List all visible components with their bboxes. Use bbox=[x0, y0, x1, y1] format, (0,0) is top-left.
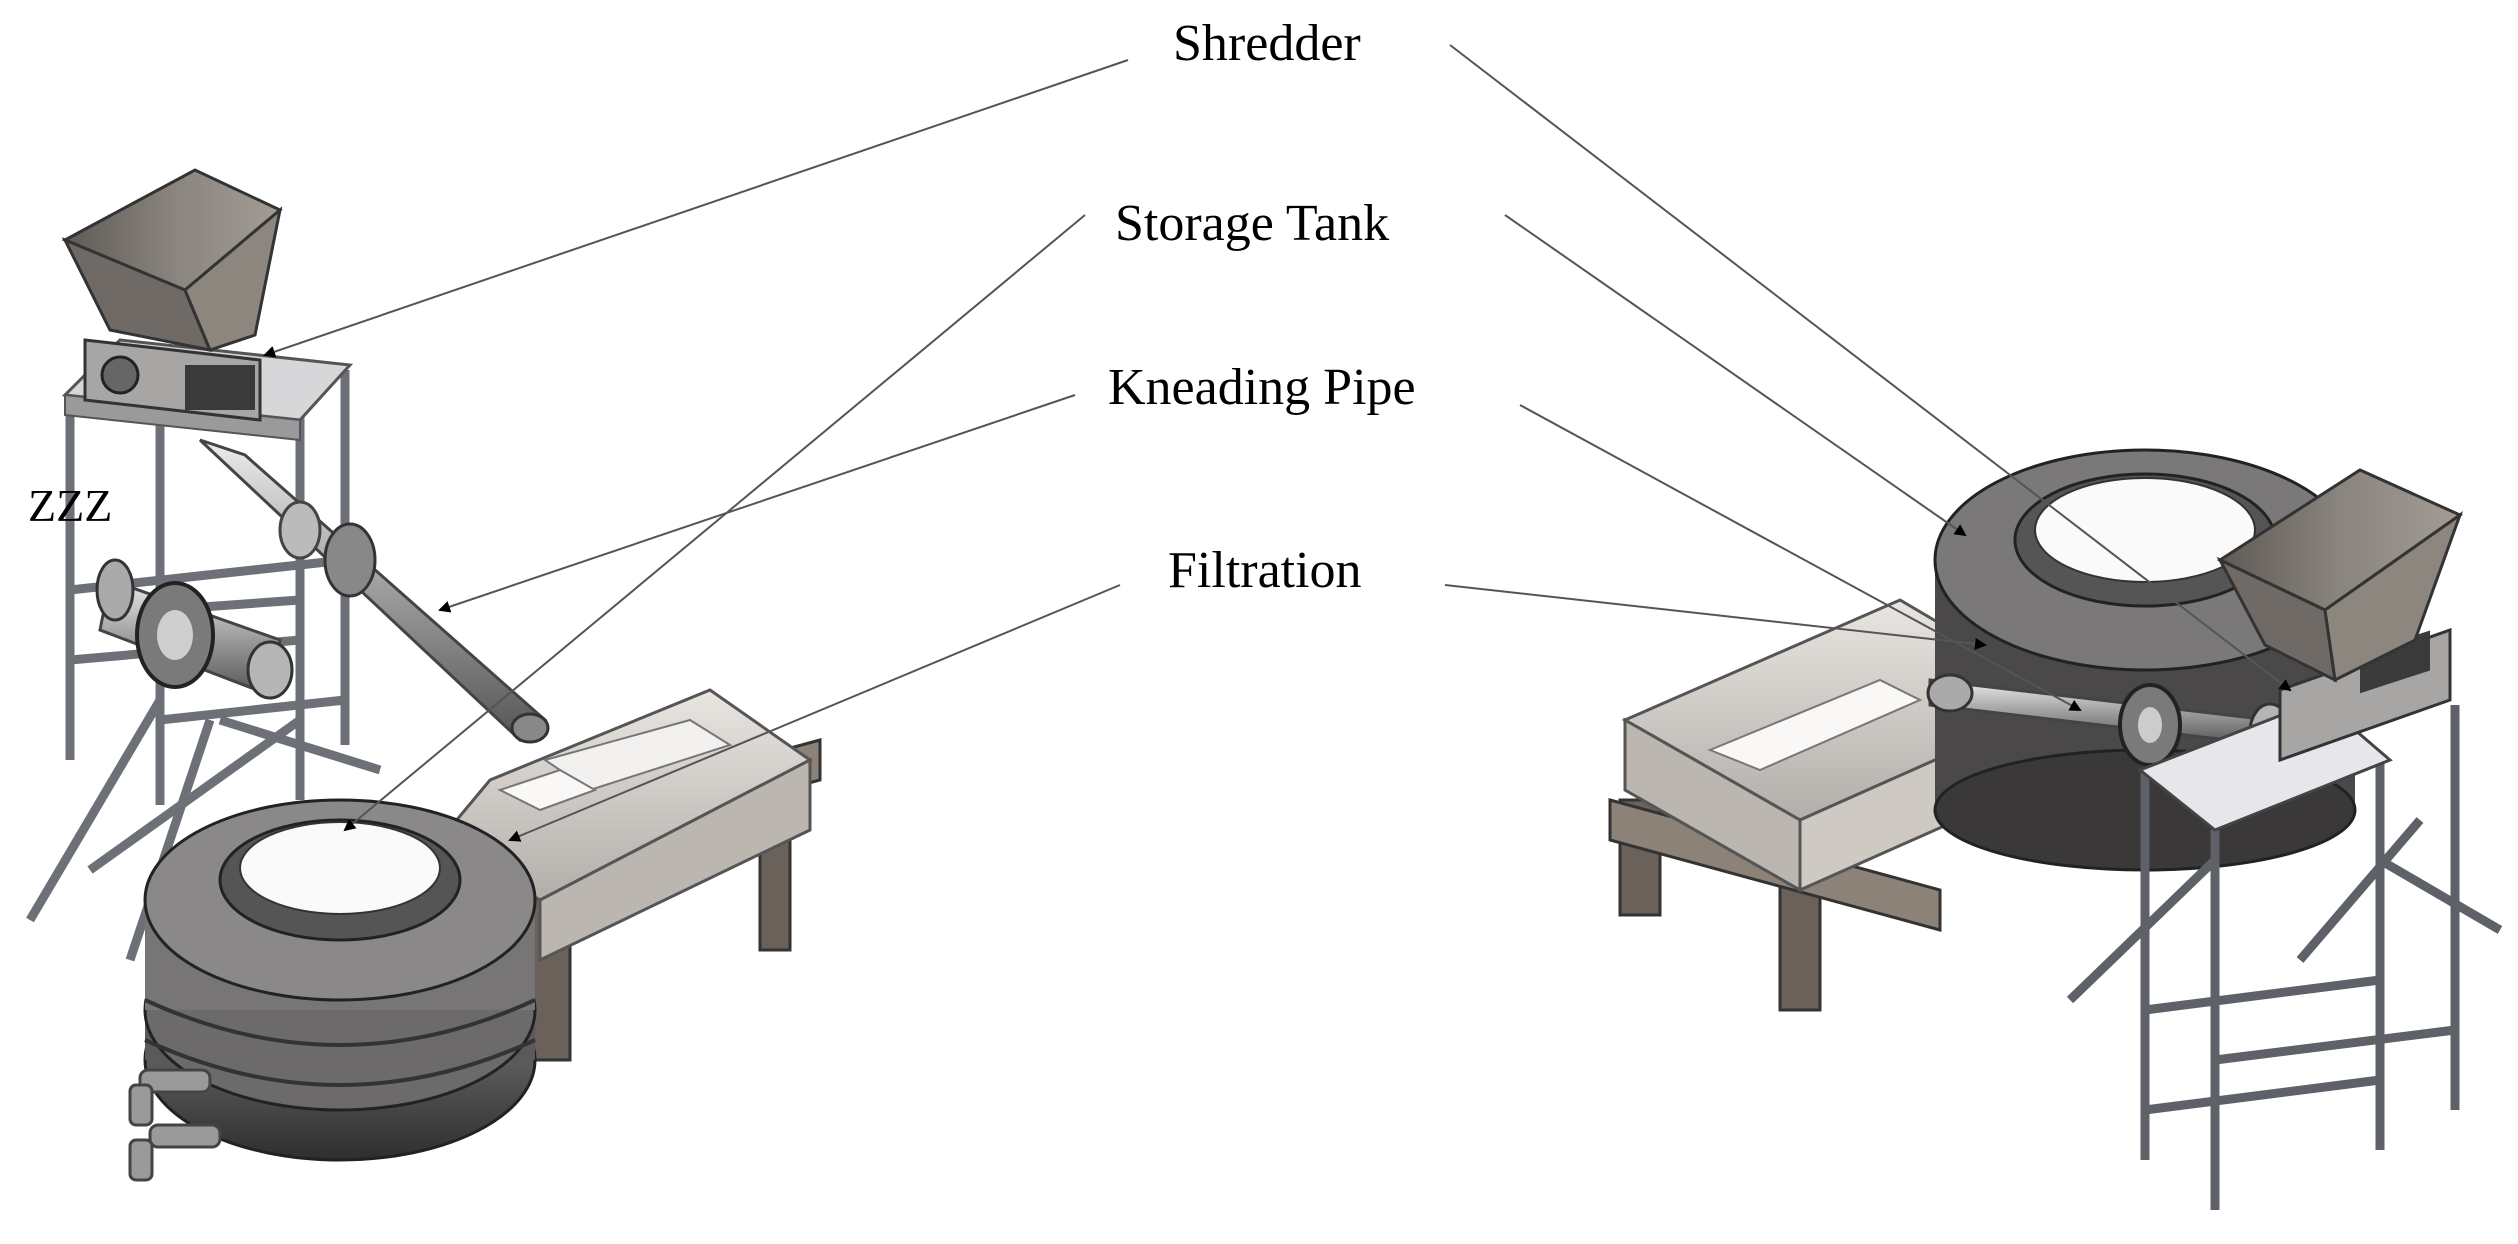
label-shredder: Shredder bbox=[1173, 15, 1361, 72]
left-kneading-pipe bbox=[198, 438, 550, 744]
right-hopper bbox=[2216, 468, 2464, 683]
right-shredder-frame bbox=[2066, 705, 2503, 1210]
leader-shredder-left bbox=[263, 59, 1129, 358]
label-filtration: Filtration bbox=[1168, 542, 1362, 599]
label-storage-tank: Storage Tank bbox=[1115, 195, 1390, 252]
label-kneading-pipe: Kneading Pipe bbox=[1108, 359, 1416, 416]
leader-storage-left bbox=[343, 214, 1086, 832]
left-assembly bbox=[26, 168, 822, 1182]
leader-filtration-right bbox=[1444, 584, 1987, 650]
leader-kneading-right bbox=[1519, 404, 2082, 711]
leader-shredder-right bbox=[1449, 44, 2292, 692]
leader-storage-right bbox=[1504, 214, 1967, 537]
left-filtration-unit bbox=[437, 688, 822, 1062]
leader-kneading-left bbox=[438, 394, 1076, 613]
label-zzz: ZZZ bbox=[28, 480, 113, 531]
left-tank-valves bbox=[128, 1068, 222, 1182]
left-shredder-box bbox=[83, 338, 262, 422]
leader-filtration-left bbox=[508, 584, 1121, 842]
right-assembly bbox=[1608, 448, 2503, 1210]
leader-lines bbox=[263, 44, 2292, 842]
left-motor bbox=[95, 558, 294, 700]
left-storage-tank bbox=[143, 798, 537, 1162]
left-hopper bbox=[61, 168, 283, 353]
